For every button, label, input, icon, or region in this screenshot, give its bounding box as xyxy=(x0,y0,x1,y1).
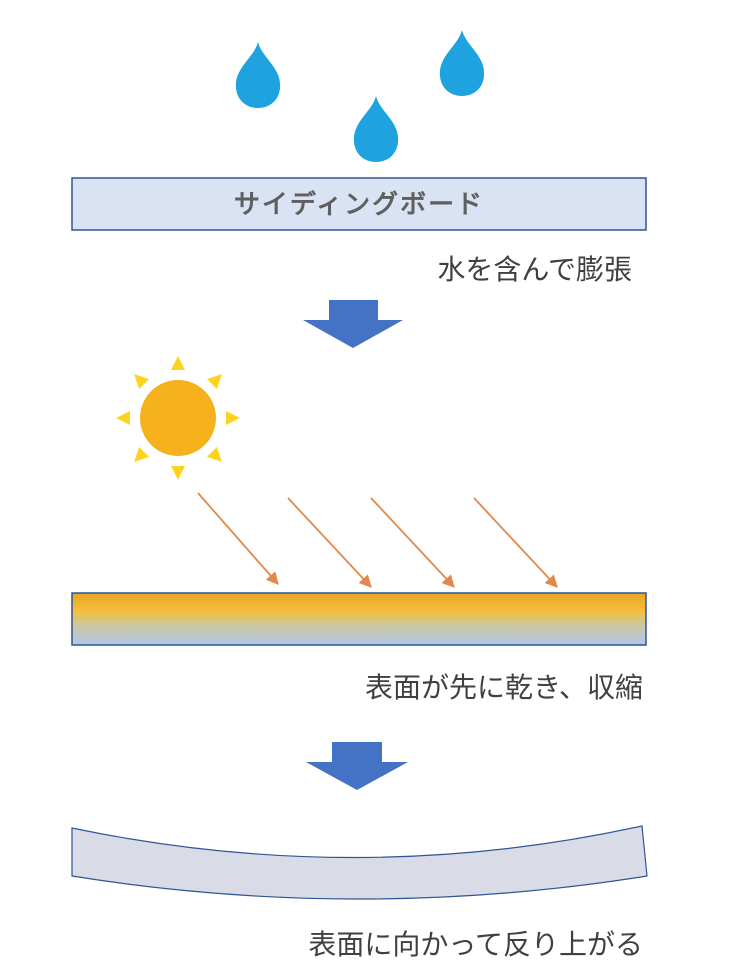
sunlight-arrow xyxy=(473,497,558,588)
raindrop-icon xyxy=(353,96,399,162)
sunlight-arrow xyxy=(370,497,455,588)
board-label: サイディングボード xyxy=(234,189,484,220)
sun-icon xyxy=(116,356,240,480)
siding-board-rect xyxy=(71,177,647,231)
rain-group xyxy=(235,30,485,162)
warped-board xyxy=(71,825,648,900)
caption-shrink: 表面が先に乾き、収縮 xyxy=(365,671,643,704)
down-arrow-icon xyxy=(306,742,408,790)
siding-board: サイディングボード xyxy=(71,177,647,231)
sunlight-arrow xyxy=(197,492,279,585)
drying-board xyxy=(71,592,647,646)
caption-warp: 表面に向かって反り上がる xyxy=(308,928,643,961)
raindrop-icon xyxy=(439,30,485,96)
sunlight-arrows xyxy=(197,492,558,588)
sunlight-arrow xyxy=(287,497,372,588)
down-arrow-icon xyxy=(303,300,403,348)
raindrop-icon xyxy=(235,42,281,108)
caption-expand: 水を含んで膨張 xyxy=(437,253,632,286)
